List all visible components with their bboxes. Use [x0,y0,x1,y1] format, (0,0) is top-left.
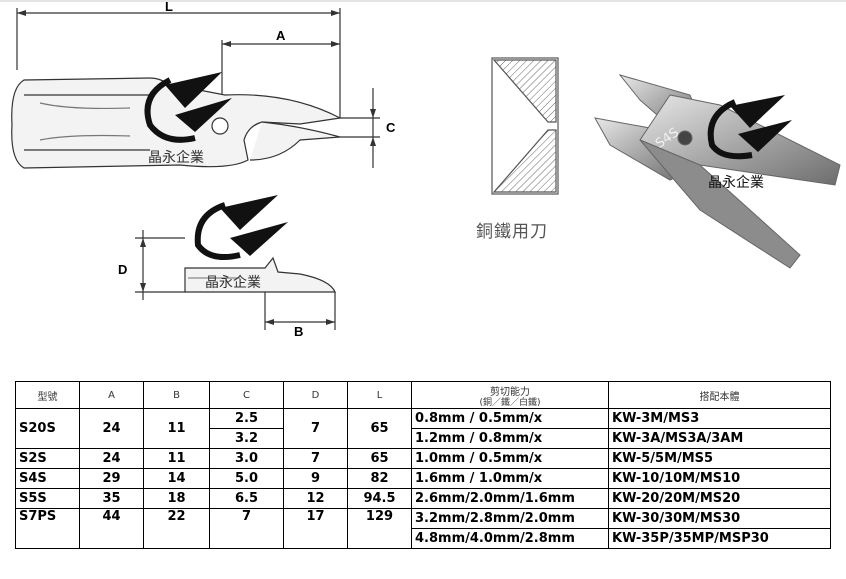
table-row: 3.2 1.2mm / 0.8mm/x KW-3A/MS3A/3AM [16,428,831,449]
cell-c: 3.0 [209,448,284,469]
cell-a: 24 [79,408,144,449]
cell-body: KW-3A/MS3A/3AM [608,428,831,449]
cell-l: 65 [347,448,412,469]
cell-d: 7 [283,448,348,469]
cell-c: 5.0 [209,468,284,489]
header-capacity-sub: (銅／鐵／白鐵) [479,397,541,408]
top-divider [0,0,846,2]
dimension-c-label: C [386,120,396,135]
cell-c: 6.5 [209,488,284,509]
table-row: S2S 24 11 3.0 7 65 1.0mm / 0.5mm/x KW-5/… [15,448,831,469]
cell-model: S5S [15,488,80,509]
cell-a: 29 [79,468,144,489]
logo-text: 晶永企業 [148,150,204,166]
cell-capacity: 4.8mm/4.0mm/2.8mm [411,528,609,549]
cell-body: KW-5/5M/MS5 [608,448,831,469]
header-l: L [347,381,412,409]
cell-model: S20S [15,408,80,449]
cell-capacity: 2.6mm/2.0mm/1.6mm [411,488,609,509]
header-model: 型號 [15,381,80,409]
dimension-d-label: D [118,262,128,277]
cell-model: S2S [15,448,80,469]
cell-a: 44 [79,508,144,549]
cell-capacity: 0.8mm / 0.5mm/x [411,408,609,429]
technical-drawing [11,8,841,330]
dimension-l-label: L [165,0,173,14]
cell-model: S4S [15,468,80,489]
cell-body: KW-3M/MS3 [608,408,831,429]
header-body: 搭配本體 [608,381,831,409]
table-row: S20S 24 11 2.5 7 65 0.8mm / 0.5mm/x KW-3… [15,408,831,449]
spec-table: 型號 A B C D L 剪切能力(銅／鐵／白鐵) 搭配本體 S20S 24 1… [15,381,831,549]
cell-b: 11 [143,448,210,469]
cell-a: 24 [79,448,144,469]
cell-l: 82 [347,468,412,489]
header-c: C [209,381,284,409]
logo-text: 晶永企業 [205,275,261,291]
table-row: 4.8mm/4.0mm/2.8mm KW-35P/35MP/MSP30 [16,528,831,549]
header-d: D [283,381,348,409]
header-b: B [143,381,210,409]
dimension-b-label: B [294,324,304,339]
header-a: A [79,381,144,409]
cell-model: S7PS [15,508,80,549]
header-capacity-label: 剪切能力 [490,386,530,398]
cell-body: KW-35P/35MP/MSP30 [608,528,831,549]
blade-type-label: 銅鐵用刀 [476,222,548,242]
cell-c: 7 [209,508,284,549]
dimension-a-label: A [276,28,286,43]
cell-d: 17 [283,508,348,549]
cell-a: 35 [79,488,144,509]
cell-b: 22 [143,508,210,549]
cell-l: 65 [347,408,412,449]
cell-l: 129 [347,508,412,549]
cell-capacity: 3.2mm/2.8mm/2.0mm [411,508,609,529]
cell-body: KW-30/30M/MS30 [608,508,831,529]
cell-b: 18 [143,488,210,509]
cell-d: 12 [283,488,348,509]
cell-b: 11 [143,408,210,449]
cell-c: 3.2 [209,428,284,449]
cell-b: 14 [143,468,210,489]
cell-l: 94.5 [347,488,412,509]
table-header-row: 型號 A B C D L 剪切能力(銅／鐵／白鐵) 搭配本體 [15,381,831,409]
logo-text: 晶永企業 [708,175,764,191]
table-row: S7PS 44 22 7 17 129 3.2mm/2.8mm/2.0mm KW… [15,508,831,549]
cell-body: KW-10/10M/MS10 [608,468,831,489]
header-capacity: 剪切能力(銅／鐵／白鐵) [411,381,609,409]
cell-body: KW-20/20M/MS20 [608,488,831,509]
cell-capacity: 1.2mm / 0.8mm/x [411,428,609,449]
cell-capacity: 1.0mm / 0.5mm/x [411,448,609,469]
cell-d: 9 [283,468,348,489]
table-row: S4S 29 14 5.0 9 82 1.6mm / 1.0mm/x KW-10… [15,468,831,489]
cell-c: 2.5 [209,408,284,429]
cell-d: 7 [283,408,348,449]
table-row: S5S 35 18 6.5 12 94.5 2.6mm/2.0mm/1.6mm … [15,488,831,509]
cell-capacity: 1.6mm / 1.0mm/x [411,468,609,489]
